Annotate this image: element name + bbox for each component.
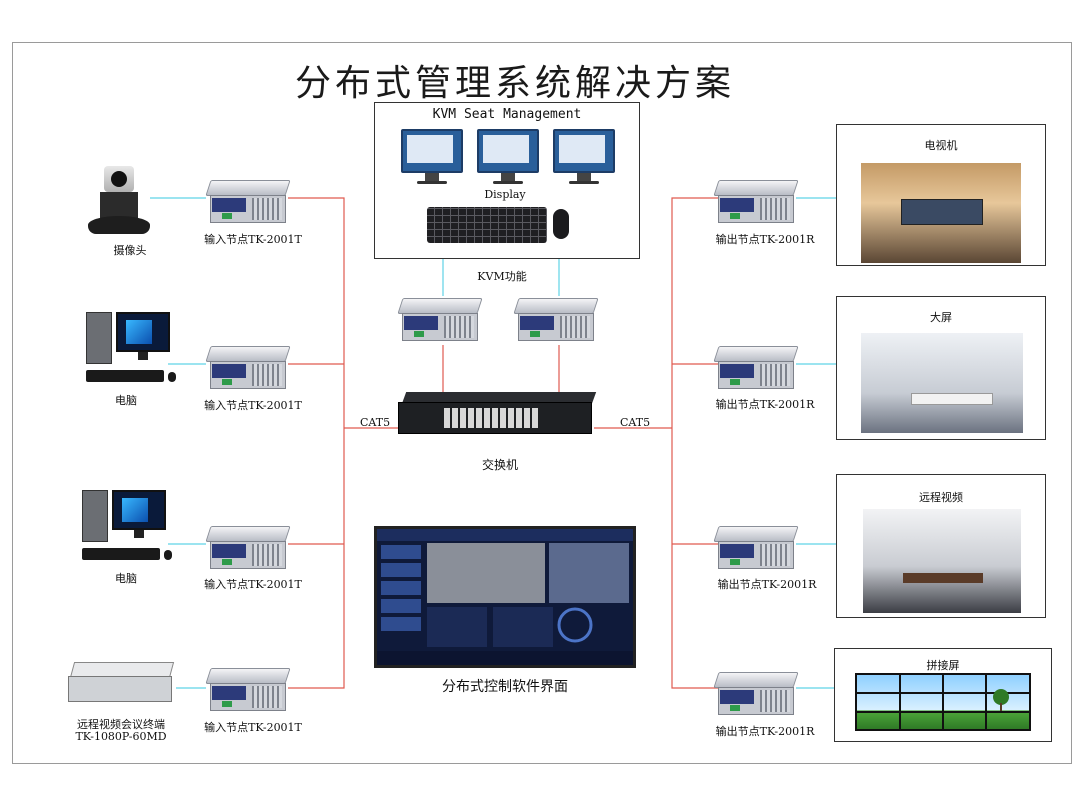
tv-room-photo [861,163,1021,263]
source-name: 电脑 [115,394,137,407]
computer-icon [86,312,178,392]
diagram-frame [12,42,1072,764]
input-node-icon [205,668,291,712]
large-screen-room-photo [861,333,1023,433]
output-name: 远程视频 [919,491,963,504]
software-label: 分布式控制软件界面 [442,679,568,695]
display-label: Display [484,188,526,201]
kvm-node-icon [397,298,483,342]
monitor-icon [401,129,463,184]
video-conference-terminal-icon [68,662,176,708]
link-out-1 [671,197,718,689]
page-title: 分布式管理系统解决方案 [294,63,735,104]
output-display-remote-video: 远程视频 [836,474,1046,618]
kvm-seat-panel: KVM Seat Management Display [374,102,640,259]
output-display-tv: 电视机 [836,124,1046,266]
source-model: TK-1080P-60MD [75,730,167,743]
link-in-1 [288,197,345,689]
output-node-label: 输出节点TK-2001R [717,578,817,591]
mouse-icon [553,209,569,239]
output-node-label: 输出节点TK-2001R [715,398,815,411]
keyboard-icon [427,207,547,243]
input-node-icon [205,346,291,390]
cat5-right-label: CAT5 [620,416,651,429]
input-node-label: 输入节点TK-2001T [204,399,302,412]
monitor-icon [477,129,539,184]
source-name: 摄像头 [113,244,147,257]
output-name: 大屏 [930,311,952,324]
output-node-icon [713,346,799,390]
output-node-label: 输出节点TK-2001R [715,725,815,738]
cat5-left-label: CAT5 [360,416,391,429]
output-name: 电视机 [924,139,958,152]
control-software-screenshot [374,526,636,668]
output-node-label: 输出节点TK-2001R [715,233,815,246]
kvm-title: KVM Seat Management [432,107,582,122]
output-node-icon [713,526,799,570]
output-node-icon [713,180,799,224]
input-node-label: 输入节点TK-2001T [204,578,302,591]
output-display-large-screen: 大屏 [836,296,1046,440]
input-node-label: 输入节点TK-2001T [204,721,302,734]
kvm-function-label: KVM功能 [477,270,527,283]
source-name: 远程视频会议终端 [77,718,165,731]
output-node-icon [713,672,799,716]
network-switch-icon [398,392,598,438]
output-display-video-wall: 拼接屏 [834,648,1052,742]
switch-label: 交换机 [481,458,519,472]
computer-icon [82,490,174,570]
input-node-icon [205,180,291,224]
input-node-label: 输入节点TK-2001T [204,233,302,246]
camera-icon [88,166,150,238]
source-name: 电脑 [115,572,137,585]
input-node-icon [205,526,291,570]
monitor-icon [553,129,615,184]
video-wall-photo [855,673,1031,731]
remote-video-room-photo [863,509,1021,613]
kvm-node-icon [513,298,599,342]
output-name: 拼接屏 [926,659,960,672]
